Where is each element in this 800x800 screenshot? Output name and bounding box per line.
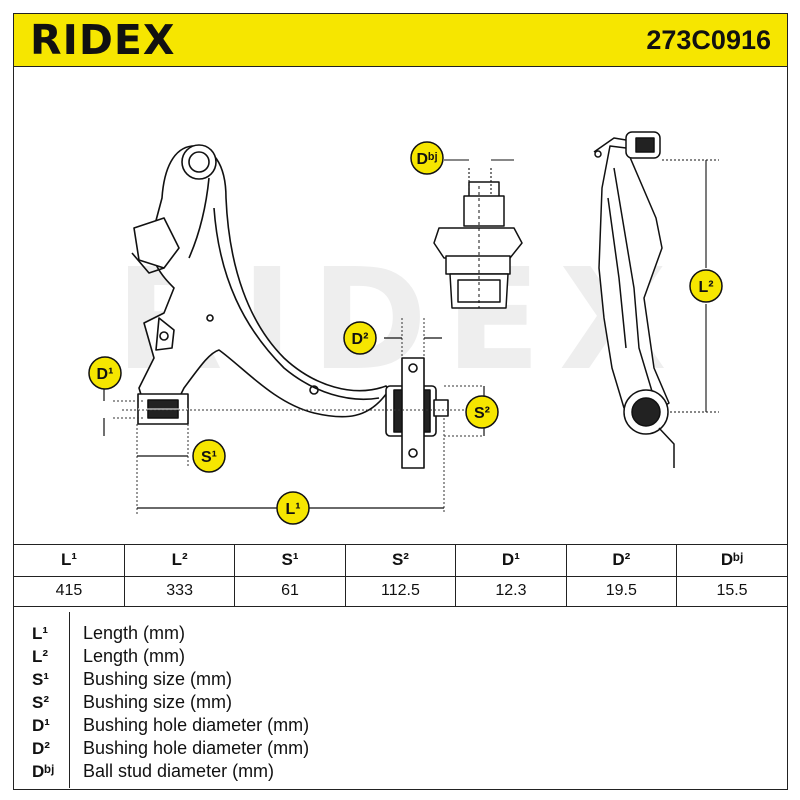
legend-item: D² Bushing hole diameter (mm) <box>14 737 787 760</box>
legend-item: L² Length (mm) <box>14 645 787 668</box>
legend-item: Dᵇʲ Ball stud diameter (mm) <box>14 760 787 783</box>
callout-l2: L² <box>689 269 723 303</box>
callout-s1: S¹ <box>192 439 226 473</box>
callout-l1: L¹ <box>276 491 310 525</box>
legend-item: L¹ Length (mm) <box>14 622 787 645</box>
legend: L¹ Length (mm) L² Length (mm) S¹ Bushing… <box>14 612 787 788</box>
legend-code: S¹ <box>32 670 49 689</box>
spec-value-l1: 415 <box>14 576 125 606</box>
front-eye-inner <box>188 151 210 173</box>
callout-d1: D¹ <box>88 356 122 390</box>
spec-value-l2: 333 <box>124 576 236 606</box>
spec-value-dbj: 15.5 <box>716 582 748 600</box>
legend-desc: Ball stud diameter (mm) <box>83 761 275 781</box>
spec-value-row: 415 333 61 112.5 12.3 19.5 15.5 <box>14 576 787 606</box>
technical-drawing: RIDEX <box>14 68 787 544</box>
callout-s2: S² <box>465 395 499 429</box>
control-arm-side-view <box>593 131 675 468</box>
callout-s1-text: S¹ <box>201 449 217 466</box>
side-dimension-lines <box>662 159 719 413</box>
legend-desc: Length (mm) <box>83 646 186 666</box>
spec-header-d2: D² <box>566 545 678 577</box>
legend-item: S² Bushing size (mm) <box>14 691 787 714</box>
ball-joint-dimension <box>444 159 514 194</box>
spec-value-d2: 19.5 <box>566 576 678 606</box>
product-sheet: RIDEX 273C0916 RIDEX <box>13 13 788 790</box>
legend-code: D² <box>32 739 50 758</box>
spec-header-s2: S² <box>345 545 457 577</box>
legend-item: S¹ Bushing size (mm) <box>14 668 787 691</box>
callout-l1-text: L¹ <box>285 501 300 518</box>
control-arm-front-view <box>131 144 449 469</box>
legend-desc: Bushing size (mm) <box>83 669 233 689</box>
callout-d1-text: D¹ <box>97 366 114 383</box>
legend-code: L¹ <box>32 624 49 643</box>
spec-header-dbj: Dᵇʲ <box>676 545 787 577</box>
legend-desc: Bushing hole diameter (mm) <box>83 738 310 758</box>
legend-code: L² <box>32 647 49 666</box>
spec-header-d1: D¹ <box>455 545 567 577</box>
callout-l2-text: L² <box>698 279 713 296</box>
callout-d2-text: D² <box>352 331 369 348</box>
brand-logo: RIDEX <box>30 16 176 64</box>
spec-header-row: L¹ L² S¹ S² D¹ D² Dᵇʲ <box>14 545 787 577</box>
legend-code: S² <box>32 693 49 712</box>
header-bar: RIDEX 273C0916 <box>14 14 787 67</box>
spec-header-l1: L¹ <box>14 545 125 577</box>
spec-header-l2: L² <box>124 545 236 577</box>
spec-value-s2: 112.5 <box>345 576 457 606</box>
callout-d2: D² <box>343 321 377 355</box>
spec-value-s1: 61 <box>234 576 346 606</box>
spec-header-s1: S¹ <box>234 545 346 577</box>
legend-code: D¹ <box>32 716 50 735</box>
side-bushing-inner <box>631 397 661 427</box>
callout-dbj-text: Dᵇʲ <box>417 151 438 168</box>
spec-value-d1: 12.3 <box>455 576 567 606</box>
ball-joint-detail <box>433 181 523 309</box>
legend-divider <box>69 612 70 788</box>
legend-code: Dᵇʲ <box>32 762 55 781</box>
part-number: 273C0916 <box>646 25 771 55</box>
legend-desc: Length (mm) <box>83 623 186 643</box>
callout-s2-text: S² <box>474 405 490 422</box>
legend-desc: Bushing size (mm) <box>83 692 233 712</box>
callout-dbj: Dᵇʲ <box>410 141 444 175</box>
legend-desc: Bushing hole diameter (mm) <box>83 715 310 735</box>
legend-item: D¹ Bushing hole diameter (mm) <box>14 714 787 737</box>
spec-table: L¹ L² S¹ S² D¹ D² Dᵇʲ 415 333 61 112.5 1… <box>14 544 787 607</box>
